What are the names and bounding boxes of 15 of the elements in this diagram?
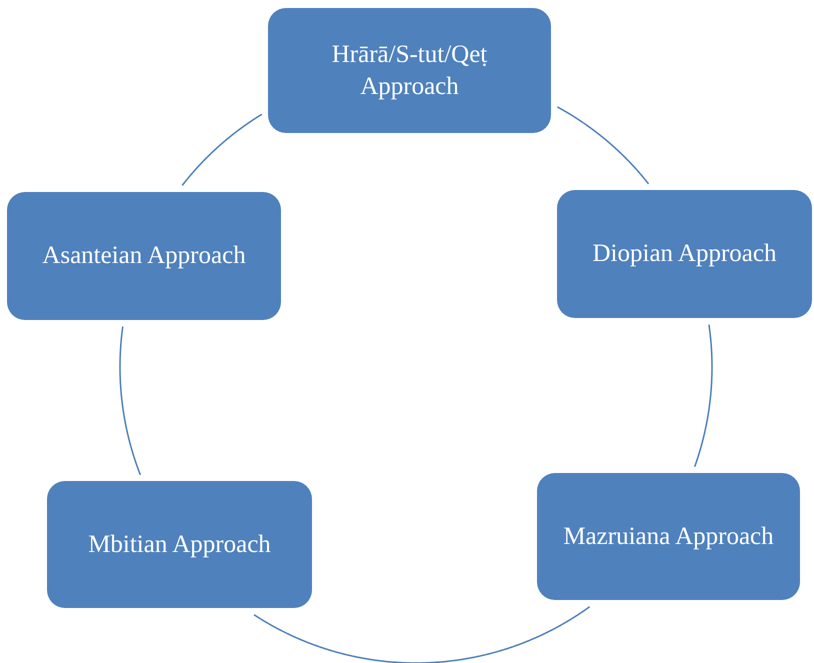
box-label: Mbitian Approach xyxy=(88,530,271,560)
box-label: Asanteian Approach xyxy=(42,241,246,271)
process-box xyxy=(7,192,281,320)
process-box xyxy=(537,473,800,600)
connector-arc xyxy=(119,326,142,476)
process-box xyxy=(557,190,812,318)
process-box xyxy=(47,481,312,608)
box-label: Mazruiana Approach xyxy=(563,522,774,552)
box-label: Diopian Approach xyxy=(592,239,776,269)
box-label: Hrārā/S-tut/Qeṭ Approach xyxy=(330,40,488,102)
connector-arc xyxy=(254,606,590,663)
process-box xyxy=(268,8,551,133)
connector-arc xyxy=(694,324,713,468)
connector-arc xyxy=(182,114,262,186)
connector-arc xyxy=(556,106,650,184)
